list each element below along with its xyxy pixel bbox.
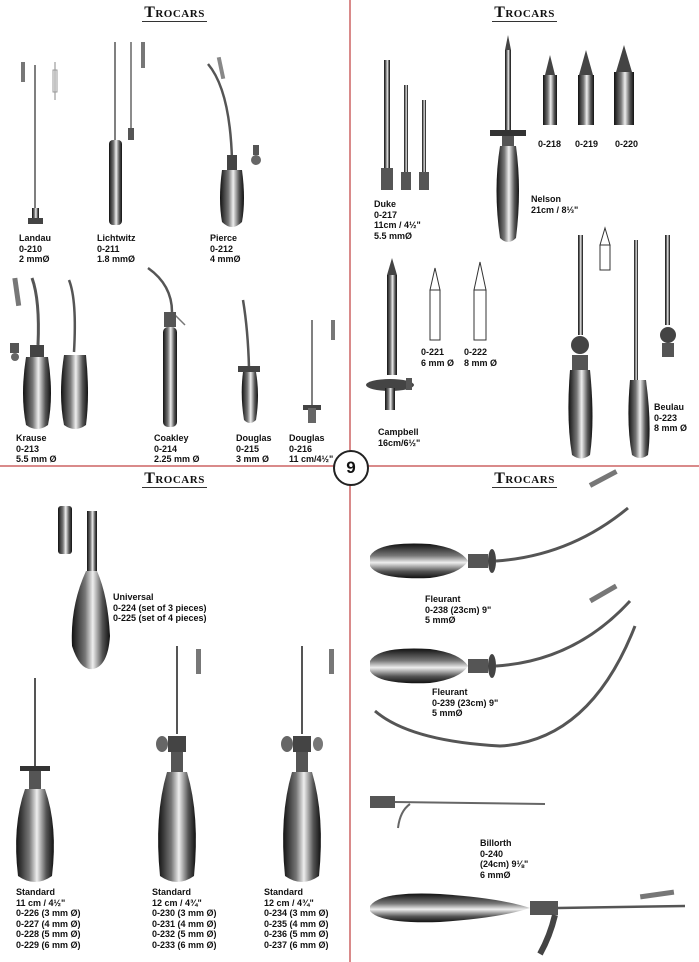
tip-0218-label: 0-218 bbox=[538, 139, 562, 149]
tip-0219-label: 0-219 bbox=[575, 139, 599, 149]
trocar-tips-image bbox=[543, 45, 634, 125]
section-title: Trocars bbox=[142, 4, 207, 22]
duke-trocar-image bbox=[381, 60, 429, 190]
pierce-trocar-image bbox=[207, 56, 261, 227]
instrument-illustrations bbox=[10, 42, 335, 429]
standard-0226-trocar-image bbox=[16, 678, 54, 882]
section-title: Trocars bbox=[492, 470, 557, 488]
douglas-0216-trocar-image bbox=[303, 320, 335, 423]
instrument-illustrations bbox=[16, 506, 334, 882]
douglas-0215-trocar-image bbox=[238, 299, 260, 423]
section-title: Trocars bbox=[492, 4, 557, 22]
section-title: Trocars bbox=[142, 470, 207, 488]
beulau-trocar-image bbox=[568, 226, 676, 459]
section-top-right: Trocars bbox=[350, 0, 699, 465]
instrument-illustrations bbox=[370, 469, 686, 956]
fleurant-0239-trocar-image bbox=[370, 583, 637, 748]
nelson-trocar-image bbox=[490, 35, 526, 242]
coakley-trocar-image bbox=[147, 266, 186, 427]
section-bottom-left: Trocars bbox=[0, 466, 349, 962]
section-top-left: Trocars bbox=[0, 0, 349, 465]
billorth-trocar-image bbox=[370, 796, 686, 956]
instrument-illustrations bbox=[366, 35, 676, 459]
standard-0230-trocar-image bbox=[156, 646, 201, 882]
fleurant-0238-trocar-image bbox=[370, 469, 629, 579]
lichtwitz-trocar-image bbox=[109, 42, 145, 225]
page-number: 9 bbox=[333, 450, 369, 486]
standard-0234-trocar-image bbox=[281, 646, 334, 882]
trocar-tips-small-image bbox=[429, 261, 487, 341]
campbell-trocar-image bbox=[366, 258, 414, 410]
landau-trocar-image bbox=[21, 62, 58, 224]
universal-trocar-image bbox=[58, 506, 110, 670]
krause-trocar-image bbox=[10, 277, 88, 429]
tip-0220-label: 0-220 bbox=[615, 139, 639, 149]
section-bottom-right: Trocars bbox=[350, 466, 699, 962]
